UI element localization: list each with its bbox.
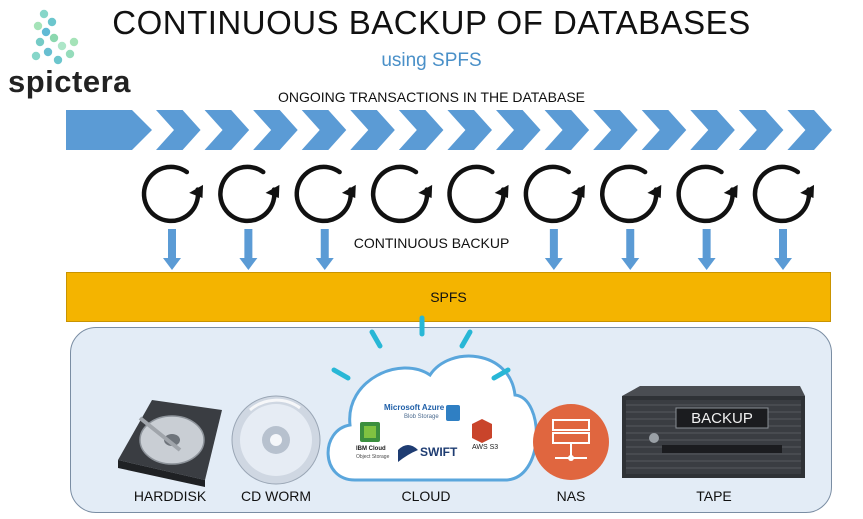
transaction-chevron (738, 110, 784, 150)
backup-down-arrow (697, 229, 716, 270)
spfs-bar (66, 272, 831, 322)
tape-drive-icon (622, 386, 805, 478)
harddisk-label: HARDDISK (133, 488, 207, 504)
transaction-chevron (398, 110, 444, 150)
nas-icon (533, 404, 609, 480)
transaction-chevron (544, 110, 590, 150)
nas-label: NAS (556, 488, 586, 504)
page-subtitle: using SPFS (381, 50, 482, 71)
ibm-label: IBM Cloud (356, 446, 386, 452)
cd-worm-label: CD WORM (241, 488, 311, 504)
transaction-chevron (641, 110, 687, 150)
transaction-chevron (787, 110, 832, 150)
continuous-backup-label: CONTINUOUS BACKUP (353, 235, 510, 251)
transaction-chevron (593, 110, 638, 150)
transactions-label: ONGOING TRANSACTIONS IN THE DATABASE (277, 89, 585, 105)
backup-down-arrow (774, 229, 792, 270)
backup-cycle-icon (294, 164, 356, 224)
azure-label: Microsoft Azure (384, 403, 445, 412)
transaction-chevron (253, 110, 298, 150)
backup-down-arrow (544, 229, 563, 270)
backup-down-arrow (621, 229, 640, 270)
tape-label: TAPE (696, 488, 732, 504)
transaction-chevron (350, 110, 395, 150)
spfs-label: SPFS (430, 289, 467, 305)
tape-display-text: BACKUP (691, 410, 753, 427)
backup-cycle-icon (676, 164, 738, 224)
backup-cycle-icon (141, 164, 204, 224)
backup-cycle-icon (370, 164, 433, 224)
backup-down-arrow (163, 229, 181, 270)
backup-cycle-icon (447, 164, 509, 224)
cloud-label: CLOUD (401, 488, 451, 504)
backup-down-arrow (315, 229, 334, 270)
transaction-chevron (156, 110, 201, 150)
cd-worm-icon (231, 395, 321, 485)
backup-cycle-icon (752, 164, 815, 224)
transaction-chevron (496, 110, 541, 150)
backup-cycle-icon (523, 164, 585, 224)
transaction-chevron (204, 110, 250, 150)
transaction-chevron (301, 110, 347, 150)
swift-label: SWIFT (420, 445, 458, 459)
harddisk-icon (118, 400, 222, 487)
transaction-chevron (66, 110, 152, 150)
backup-cycle-icon (218, 164, 280, 224)
ibm-sub-label: Object Storage (356, 454, 390, 460)
transaction-chevron (690, 110, 735, 150)
backup-down-arrow (239, 229, 258, 270)
backup-cycle-icon (600, 164, 662, 224)
page-title: CONTINUOUS BACKUP OF DATABASES (112, 4, 751, 41)
aws-label: AWS S3 (472, 444, 499, 451)
azure-sub-label: Blob Storage (404, 414, 439, 420)
transaction-chevron (447, 110, 492, 150)
logo-wordmark: spictera (8, 64, 131, 99)
